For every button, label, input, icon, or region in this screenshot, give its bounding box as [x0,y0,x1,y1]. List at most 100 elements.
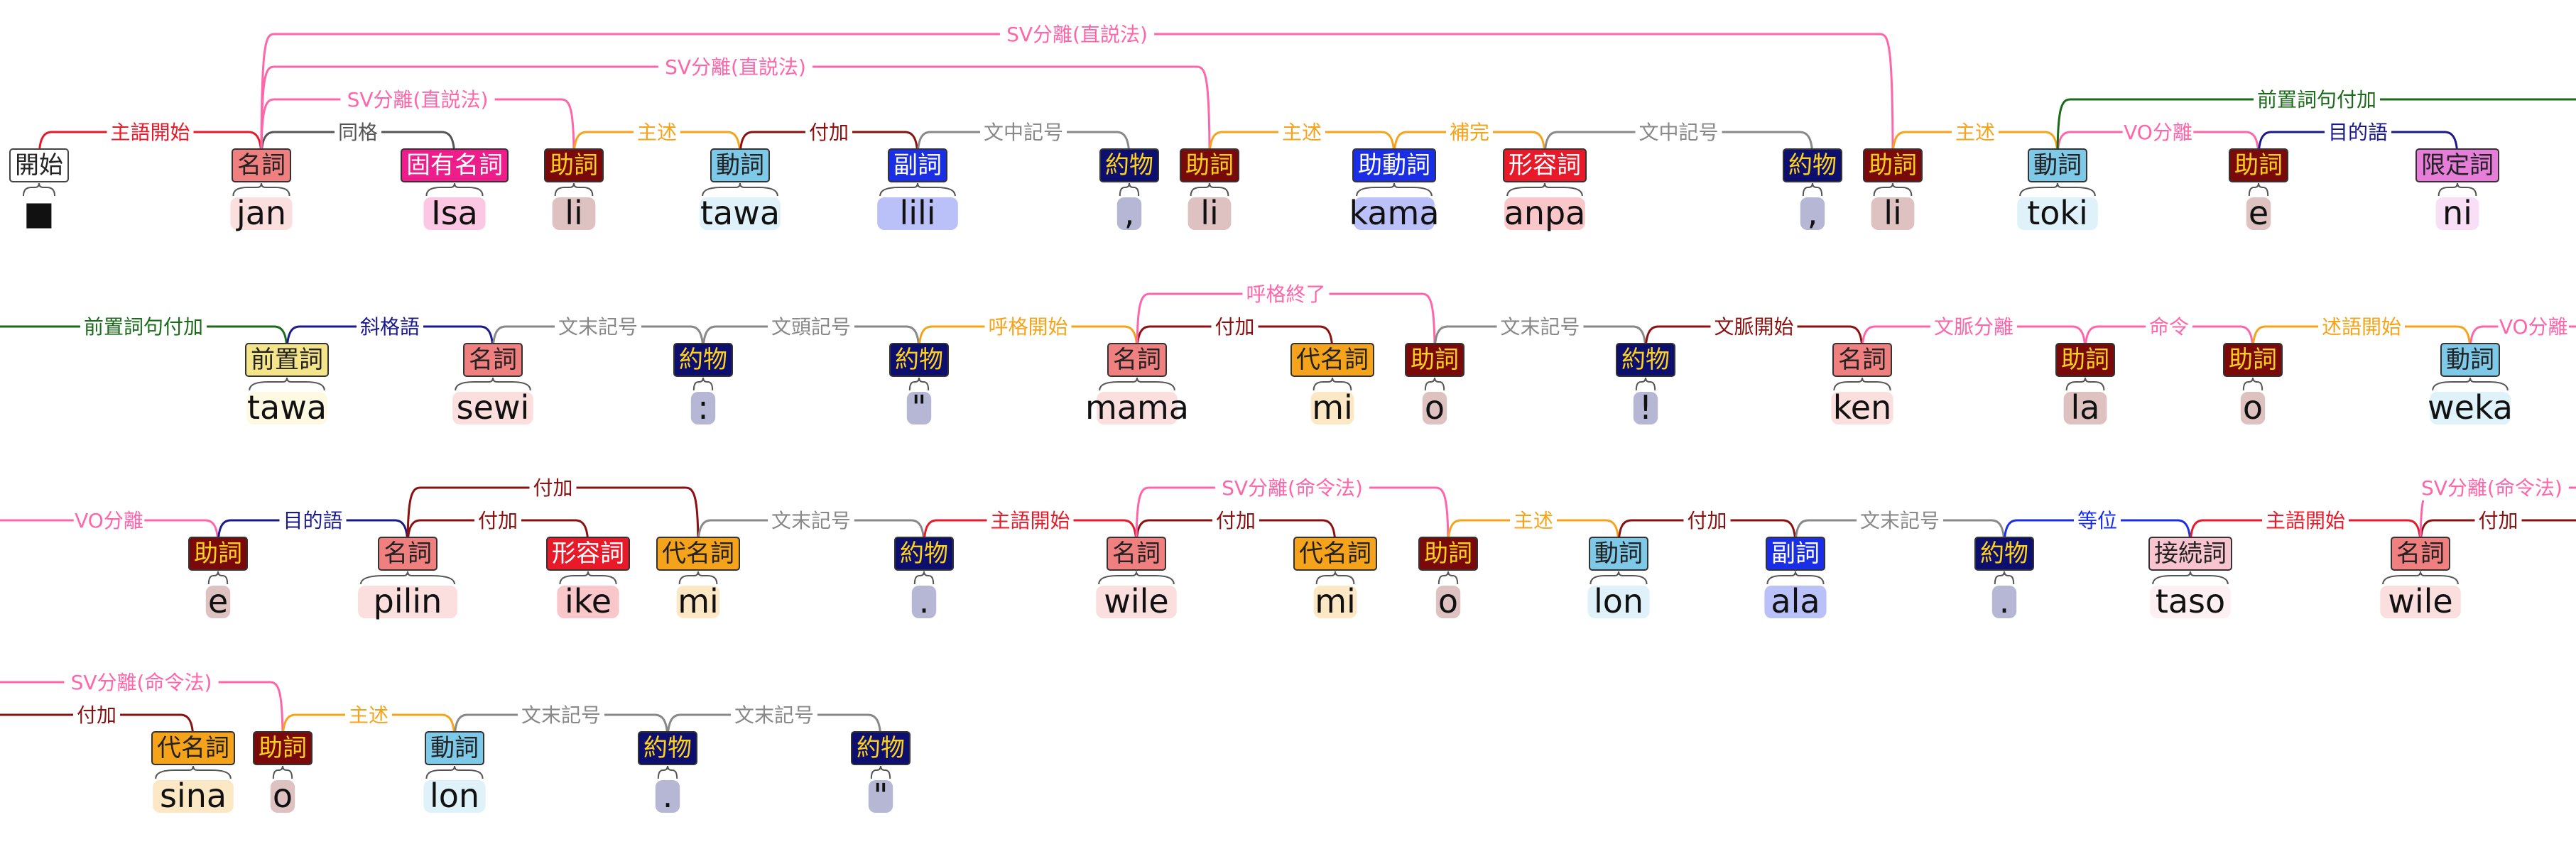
pos-tag-box[interactable] [188,537,248,571]
pos-tag-box[interactable] [894,537,954,571]
token[interactable]: 助詞e [2229,148,2288,232]
pos-tag-box[interactable] [1503,148,1587,182]
pos-tag-box[interactable] [1352,148,1436,182]
pos-tag-box[interactable] [546,537,630,571]
pos-tag-box[interactable] [1863,148,1923,182]
token[interactable]: 約物. [894,537,954,620]
token[interactable]: 約物. [638,731,697,815]
pos-tag-box[interactable] [1832,343,1892,377]
pos-tag-box[interactable] [1107,343,1167,377]
arc-label-bg [2146,314,2192,339]
token[interactable]: 約物. [1974,537,2034,620]
pos-tag-box[interactable] [851,731,911,765]
pos-tag-box[interactable] [1974,537,2034,571]
word: " [873,777,888,815]
pos-tag-box[interactable] [1783,148,1842,182]
pos-tag-box[interactable] [1418,537,1478,571]
pos-tag-box[interactable] [1107,537,1166,571]
token[interactable]: 助詞e [188,537,248,620]
pos-tag-box[interactable] [1293,537,1377,571]
token[interactable]: 助詞o [1418,537,1478,620]
pos-tag-box[interactable] [710,148,770,182]
pos-tag-box[interactable] [232,148,291,182]
brace [2432,377,2509,391]
pos-tag-box[interactable] [253,731,313,765]
token[interactable]: 助詞o [1405,343,1464,427]
pos-tag-box[interactable] [463,343,523,377]
pos-tag: 動詞 [2033,151,2082,180]
pos-tag: 副詞 [893,151,942,180]
pos-tag-box[interactable] [1405,343,1464,377]
pos-tag-box[interactable] [245,343,329,377]
pos-tag-box[interactable] [888,148,947,182]
word-highlight [906,392,932,424]
token[interactable]: 約物" [889,343,949,427]
arc-label-bg [2122,119,2194,145]
pos-tag-box[interactable] [1099,148,1159,182]
token[interactable]: 約物! [1616,343,1675,427]
arc-label: SV分離(命令法) [2421,476,2563,500]
arc-label: 文末記号 [521,703,601,727]
pos-tag-box[interactable] [656,537,740,571]
pos-tag-box[interactable] [1180,148,1239,182]
pos-tag-box[interactable] [2440,343,2500,377]
pos-tag-box[interactable] [378,537,438,571]
pos-tag-box[interactable] [2223,343,2283,377]
token[interactable]: 約物" [851,731,911,815]
pos-tag-box[interactable] [2229,148,2288,182]
pos-tag-box[interactable] [1766,537,1825,571]
pos-tag-box[interactable] [2028,148,2087,182]
token[interactable]: 開始■ [9,148,69,232]
pos-tag-box[interactable] [425,731,484,765]
token[interactable]: 約物, [1099,148,1159,232]
pos-tag-box[interactable] [151,731,235,765]
pos-tag-box[interactable] [2415,148,2499,182]
pos-tag-box[interactable] [1290,343,1374,377]
pos-tag-box[interactable] [1589,537,1648,571]
token[interactable]: 助詞o [2223,343,2283,427]
token[interactable]: 約物, [1783,148,1842,232]
token[interactable]: 約物: [673,343,733,427]
pos-tag-box[interactable] [2391,537,2450,571]
pos-tag-box[interactable] [1616,343,1675,377]
pos-tag-box[interactable] [2055,343,2115,377]
pos-tag-box[interactable] [544,148,604,182]
pos-tag-box[interactable] [2148,537,2232,571]
pos-tag-box[interactable] [401,148,509,182]
pos-tag-box[interactable] [673,343,733,377]
pos-tag-box[interactable] [638,731,697,765]
pos-tag-box[interactable] [889,343,949,377]
pos-tag-box[interactable] [9,148,69,182]
token[interactable]: 助詞o [253,731,313,815]
